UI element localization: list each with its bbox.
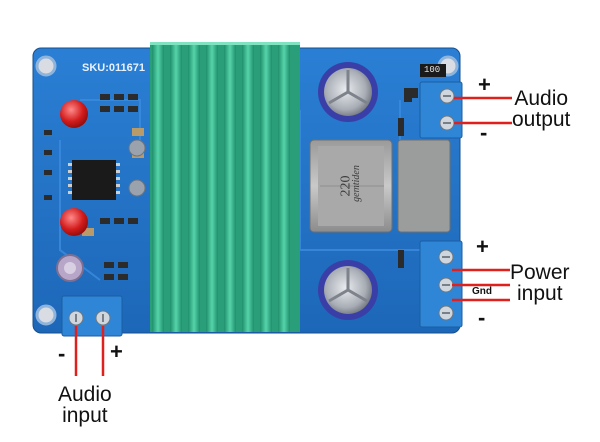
- heatsink: [150, 42, 300, 332]
- inductor-coil: [309, 139, 393, 233]
- audio-input-label: Audio input: [58, 383, 112, 427]
- input-plus-sign: +: [110, 339, 123, 364]
- smd-resistor: [420, 64, 446, 77]
- red-capacitors: [56, 100, 88, 282]
- power-minus-sign: -: [478, 305, 486, 330]
- leader-lines: [74, 96, 512, 376]
- smd-components-right: [398, 88, 418, 268]
- input-minus-sign: -: [58, 341, 66, 366]
- output-plus-sign: +: [478, 72, 491, 97]
- power-plus-sign: +: [476, 234, 489, 259]
- output-minus-sign: -: [480, 120, 488, 145]
- terminal-block-input: [61, 295, 123, 337]
- electrolytic-capacitors: [318, 62, 378, 320]
- coil-brand: gemtiden: [350, 165, 362, 202]
- terminal-block-output: [419, 81, 463, 139]
- sku-label: SKU:011671: [82, 62, 145, 74]
- film-capacitor: [397, 139, 451, 233]
- smd-components-left: [44, 94, 146, 280]
- audio-output-label: Audio output: [512, 87, 571, 131]
- resistor-value: 100: [424, 65, 441, 75]
- power-input-label: Power input: [510, 261, 570, 305]
- gnd-label: Gnd: [472, 286, 492, 297]
